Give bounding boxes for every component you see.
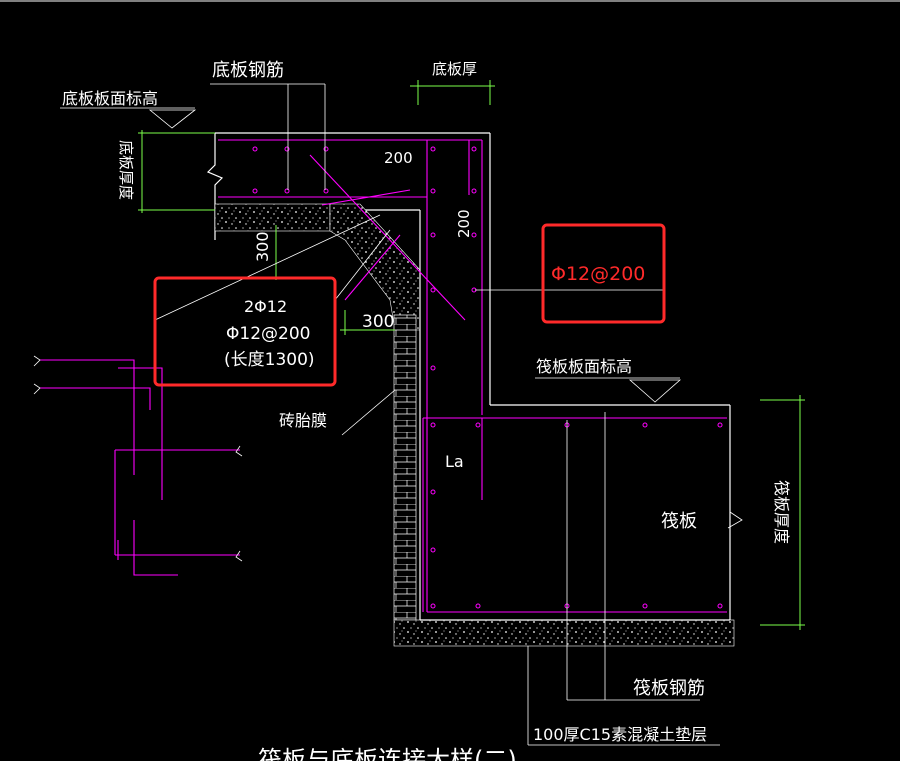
label-brick-membrane: 砖胎膜	[279, 411, 327, 430]
label-raft-top-elev: 筏板板面标高	[536, 357, 632, 376]
dimension-lines	[33, 80, 805, 746]
brick-membrane	[393, 314, 417, 621]
dim-200-top: 200	[384, 149, 413, 167]
label-bottom-slab-thickness: 底板厚	[432, 60, 477, 78]
rebar-callout-spacing: Φ12@200	[226, 324, 310, 344]
dim-300-vertical: 300	[253, 231, 272, 262]
highlight-rebar-label: Φ12@200	[551, 263, 645, 285]
label-raft-thickness: 筏板厚度	[772, 480, 791, 544]
dim-300-horizontal: 300	[362, 312, 394, 332]
cushion-layer	[393, 619, 735, 647]
label-bottom-slab-rebar: 底板钢筋	[212, 60, 284, 81]
label-raft: 筏板	[661, 511, 697, 532]
label-raft-rebar: 筏板钢筋	[633, 678, 705, 699]
label-bottom-slab-thickness-vertical: 底板厚度	[117, 140, 135, 200]
highlight-box-left	[153, 276, 337, 387]
drawing-title: 筏板与底板连接大样(二)	[258, 746, 517, 761]
rebar-callout-count: 2Φ12	[244, 297, 287, 316]
dim-200-vertical: 200	[455, 209, 473, 238]
label-la: La	[445, 452, 464, 471]
label-cushion: 100厚C15素混凝土垫层	[533, 725, 707, 744]
rebar-callout-length: (长度1300)	[224, 350, 315, 370]
highlight-box-right	[541, 223, 666, 324]
bottom-slab	[206, 132, 490, 331]
label-bottom-slab-top-elev: 底板板面标高	[62, 89, 158, 108]
rebar-lines	[40, 139, 727, 613]
step-wall	[393, 133, 735, 647]
